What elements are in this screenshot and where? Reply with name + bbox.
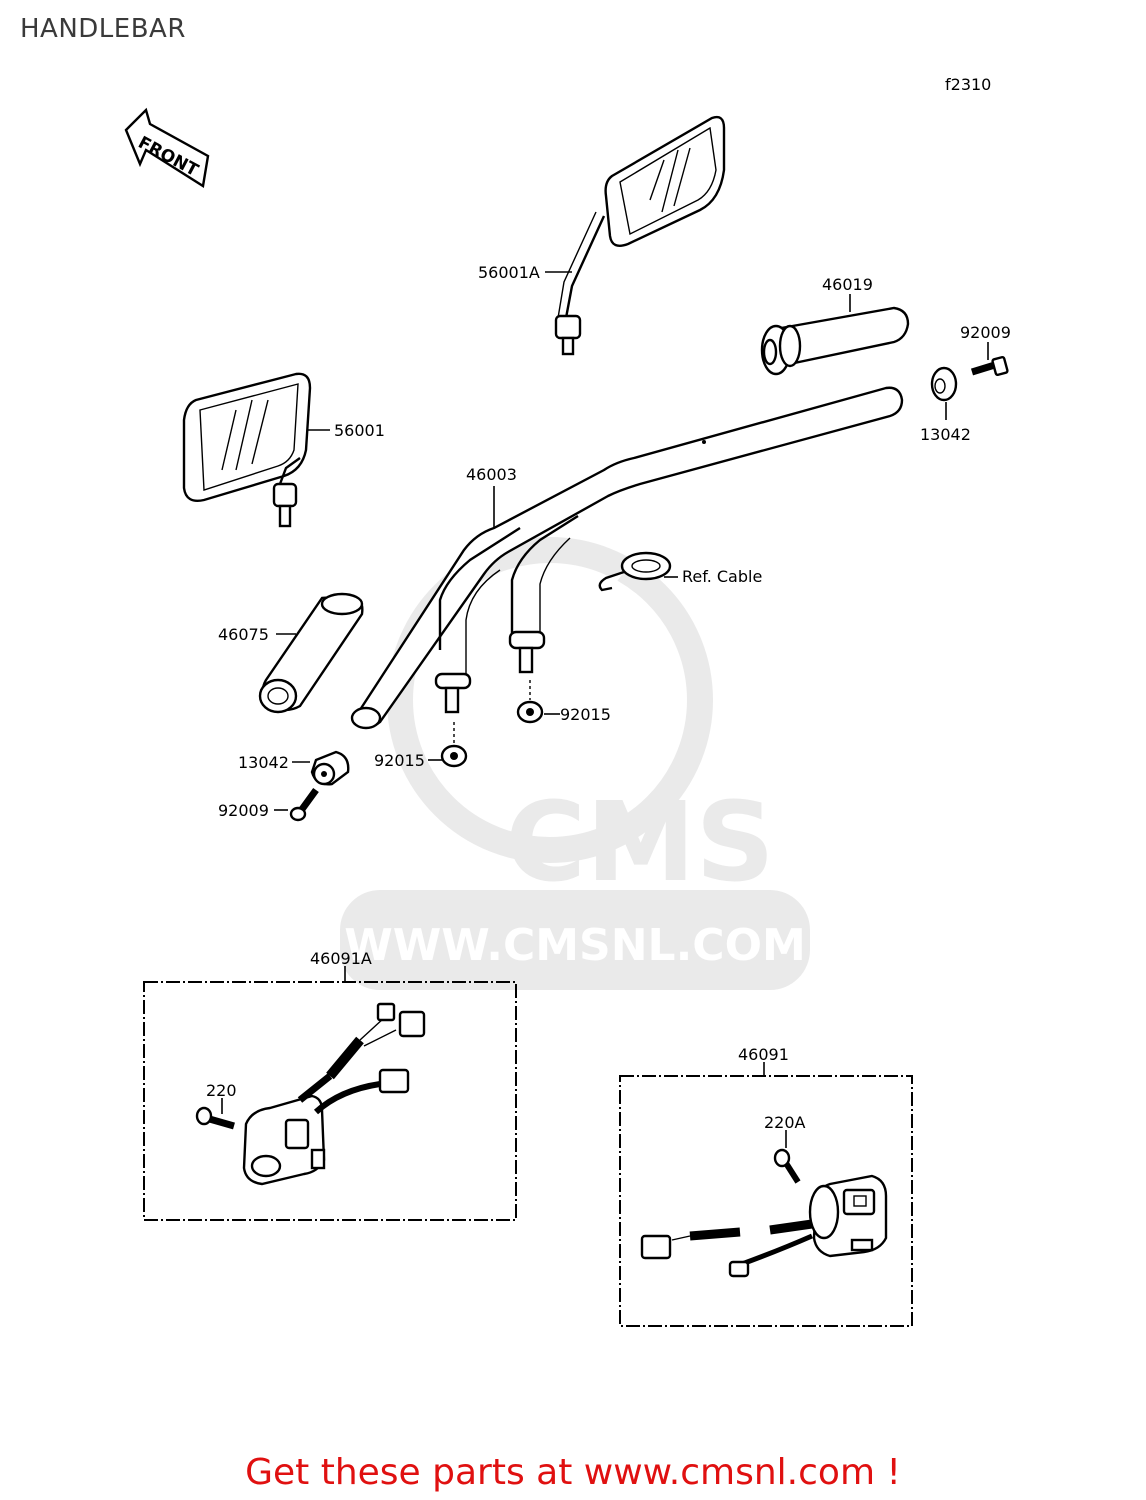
watermark: CMS WWW.CMSNL.COM [340,537,810,990]
label-throttle-grip: 46019 [822,275,873,294]
left-grip [258,592,364,714]
screw-right [773,1148,801,1184]
label-switch-right: 46091 [738,1045,789,1064]
bolt-left [289,787,319,822]
footer-link[interactable]: Get these parts at www.cmsnl.com ! [245,1452,901,1493]
label-screw-left: 220 [206,1081,237,1100]
screw-left [195,1106,235,1130]
figure-code: f2310 [945,75,991,94]
label-handlebar: 46003 [466,465,517,484]
label-screw-right: 220A [764,1113,806,1132]
switch-housing-left [242,1002,426,1186]
nut-right [516,680,544,724]
label-mirror-left: 56001 [334,421,385,440]
bar-end-weight-left [310,750,350,786]
label-bolt-right: 92009 [960,323,1011,342]
label-weight-left: 13042 [238,753,289,772]
watermark-url: WWW.CMSNL.COM [344,920,806,971]
nut-left [440,722,468,768]
watermark-banner [340,890,810,990]
mirror-right [554,115,726,356]
label-nut-right: 92015 [560,705,611,724]
throttle-grip [760,306,910,376]
bolt-right [970,355,1009,377]
watermark-brand: CMS [505,778,774,906]
mirror-left [182,372,312,528]
switch-housing-right [640,1174,888,1278]
front-arrow-icon: FRONT [124,107,210,188]
watermark-ring [387,537,713,863]
label-mirror-right: 56001A [478,263,540,282]
label-ref-cable: Ref. Cable [682,567,762,586]
label-left-grip: 46075 [218,625,269,644]
label-switch-left: 46091A [310,949,372,968]
label-bolt-left: 92009 [218,801,269,820]
box-switch-right [619,1075,913,1327]
cable-clamp [598,551,672,592]
page-title: HANDLEBAR [20,14,186,44]
bar-end-weight-right [930,366,958,402]
handlebar [350,386,904,730]
label-weight-right: 13042 [920,425,971,444]
label-nut-left: 92015 [374,751,425,770]
box-switch-left [143,981,517,1221]
